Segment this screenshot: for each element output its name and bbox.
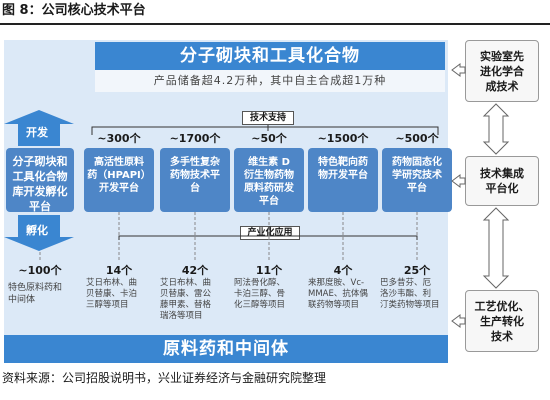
project-count: 11个 [255,264,283,277]
platform-line: 药物技术平 [170,170,220,181]
project-description: 艾日布林、曲 贝替康、卡泊 三醇等项目 [86,278,158,311]
caption-rule [0,23,550,25]
project-desc-line: 巴多昔芬、厄 [380,278,432,288]
api-count: ~100个 [18,264,62,277]
project-count: 14个 [105,264,133,277]
project-desc-line: 洛沙韦酯、利 [380,289,432,299]
platform-line: 药物固态化 [392,157,442,168]
platform-count: ~1500个 [317,132,369,145]
right-box-line: 进化学合 [480,65,524,78]
project-description: 艾日布林、曲 贝替康、雷公 藤甲素、替格 瑞洛等项目 [160,278,232,322]
platform-line: 维生素 D [248,157,290,168]
project-desc-line: 瑞洛等项目 [160,311,203,321]
up-down-arrow-icon [482,207,510,289]
incubate-label: 孵化 [26,224,48,237]
right-box-line: 生产转化 [480,315,524,328]
right-box-line: 平台化 [485,182,519,195]
platform-line: 台 [190,183,200,194]
project-description: 阿法骨化醇、 卡泊三醇、骨 化三醇等项目 [234,278,306,311]
api-desc-line: 中间体 [8,295,36,305]
left-arrow-icon [451,174,466,188]
project-desc-line: 贝替康、雷公 [160,289,212,299]
project-description: 巴多昔芬、厄 洛沙韦酯、利 汀类药物等项目 [380,278,452,311]
source-note: 资料来源：公司招股说明书，兴业证券经济与金融研究院整理 [2,371,327,385]
library-line: 工具化合物 [12,170,68,183]
project-desc-line: 来那度胺、Vc- [308,278,365,288]
project-desc-line: 三醇等项目 [86,300,129,310]
library-line: 平台 [29,200,51,213]
develop-label: 开发 [26,126,48,139]
platform-line: 平台 [407,183,427,194]
process-optimization-box: 工艺优化、 生产转化 技术 [465,290,539,352]
platform-line: 衍生物药物 [244,170,294,181]
top-band: 分子砌块和工具化合物 [95,42,445,70]
right-arrows [451,63,466,328]
platform-count: ~500个 [395,132,439,145]
library-line: 分子砌块和 [12,155,68,168]
bottom-band: 原料药和中间体 [4,335,448,363]
platform-line: 药（HPAPI） [87,170,151,181]
right-box-line: 实验室先 [480,50,524,63]
platform-line: 开发平台 [99,183,139,194]
platform-line: 特色靶向药 [318,157,368,168]
platform-hpapi: 高活性原料 药（HPAPI） 开发平台 [84,148,154,212]
platform-targeted: 特色靶向药 物开发平台 [308,148,378,212]
platform-line: 学研究技术 [392,170,442,181]
platform-line: 原料药研发 [244,183,294,194]
up-down-arrow-icon [482,103,510,155]
project-desc-line: 汀类药物等项目 [380,300,440,310]
project-count: 4个 [333,264,353,277]
project-desc-line: 联药物等项目 [308,300,360,310]
api-desc-line: 特色原料药和 [8,283,63,293]
industrial-application-label: 产业化应用 [240,226,300,240]
incubate-down-arrow-icon [4,215,74,251]
right-box-line: 技术集成 [480,167,524,180]
project-desc-line: MMAE、抗体偶 [308,289,368,299]
platform-count: ~1700个 [169,132,221,145]
platform-chiral: 多手性复杂 药物技术平 台 [160,148,230,212]
project-desc-line: 阿法骨化醇、 [234,278,286,288]
platform-line: 平台 [259,196,279,207]
platform-solid-state: 药物固态化 学研究技术 平台 [382,148,452,212]
tech-support-label: 技术支持 [242,111,294,125]
develop-up-arrow-icon [4,110,74,146]
tech-integration-box: 技术集成 平台化 [465,156,539,206]
right-box-line: 成技术 [485,80,519,93]
right-box-line: 工艺优化、 [474,300,530,313]
platform-count: ~300个 [97,132,141,145]
platform-line: 物开发平台 [318,170,368,181]
project-desc-line: 化三醇等项目 [234,300,286,310]
api-description: 特色原料药和 中间体 [8,282,74,306]
inventory-note: 产品储备超4.2万种，其中自主合成超1万种 [95,70,445,92]
platform-count: ~50个 [251,132,287,145]
platform-line: 高活性原料 [94,157,144,168]
left-arrow-icon [451,63,466,77]
project-count: 42个 [181,264,209,277]
platform-line: 多手性复杂 [170,157,220,168]
project-desc-line: 艾日布林、曲 [86,278,138,288]
library-box: 分子砌块和 工具化合物 库开发孵化 平台 [6,148,74,213]
project-desc-line: 贝替康、卡泊 [86,289,138,299]
project-desc-line: 卡泊三醇、骨 [234,289,286,299]
platform-bracket [91,126,439,135]
project-count: 25个 [403,264,431,277]
left-arrow-icon [451,314,466,328]
right-box-line: 技术 [491,330,513,343]
lab-synthesis-box: 实验室先 进化学合 成技术 [465,40,539,102]
project-desc-line: 艾日布林、曲 [160,278,212,288]
library-line: 库开发孵化 [12,185,68,198]
figure-caption: 图 8：公司核心技术平台 [2,3,146,18]
project-desc-line: 藤甲素、替格 [160,300,212,310]
project-description: 来那度胺、Vc- MMAE、抗体偶 联药物等项目 [308,278,380,311]
platform-vitamin-d: 维生素 D 衍生物药物 原料药研发 平台 [234,148,304,212]
